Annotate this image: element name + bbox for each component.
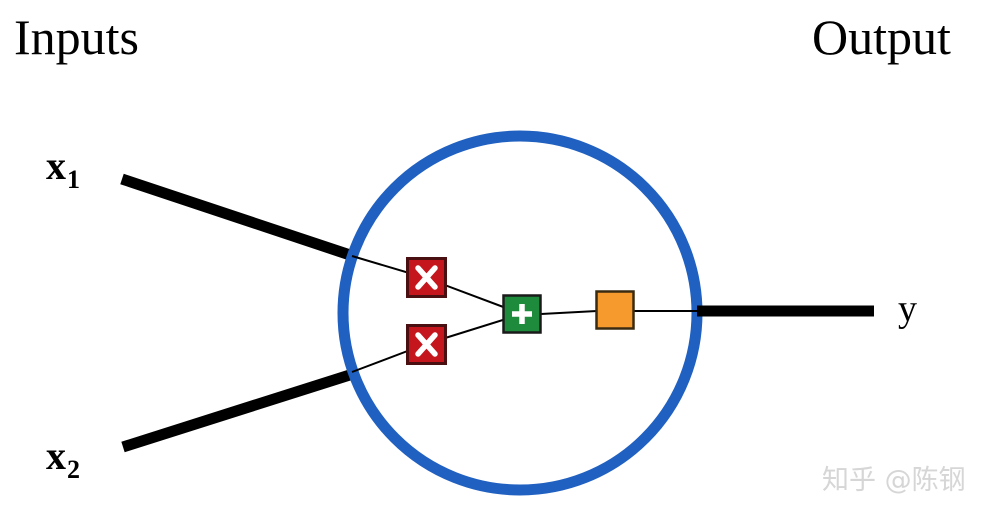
watermark: 知乎 @陈钢 bbox=[822, 465, 966, 496]
input-label-x2-subscript: 2 bbox=[67, 455, 80, 484]
input-label-x2-base: x bbox=[46, 433, 66, 478]
input-label-x1-base: x bbox=[46, 143, 66, 188]
input-label-x1: x1 bbox=[46, 146, 80, 193]
input-label-x2: x2 bbox=[46, 436, 80, 483]
multiply-node-2[interactable] bbox=[406, 324, 447, 365]
inputs-heading: Inputs bbox=[14, 9, 139, 65]
multiply-icon bbox=[415, 265, 438, 290]
output-label-y: y bbox=[898, 288, 917, 330]
plus-icon bbox=[512, 304, 532, 324]
multiply-icon bbox=[415, 332, 438, 357]
output-heading: Output bbox=[812, 9, 951, 65]
input-label-x1-subscript: 1 bbox=[67, 165, 80, 194]
input-edge-x2 bbox=[121, 367, 358, 453]
sum-node[interactable] bbox=[502, 294, 542, 334]
input-edge-x1 bbox=[120, 173, 358, 263]
multiply-node-1[interactable] bbox=[406, 257, 447, 298]
activation-node-box bbox=[595, 290, 635, 330]
wire-sum-to-activation bbox=[540, 310, 598, 315]
activation-node[interactable] bbox=[595, 290, 635, 330]
